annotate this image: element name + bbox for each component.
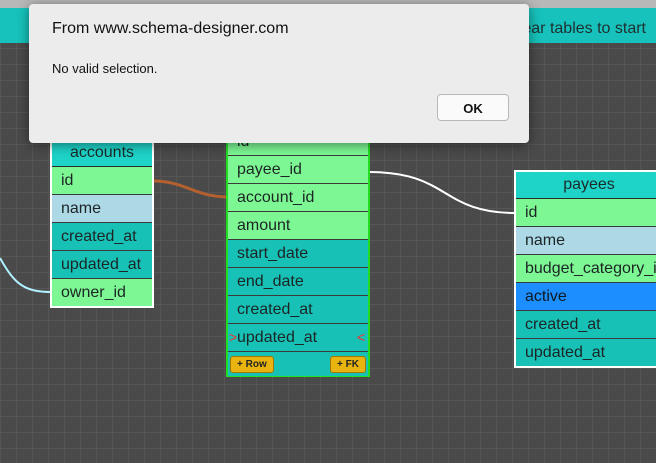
alert-dialog: From www.schema-designer.com No valid se… [29,4,529,143]
column-row[interactable]: end_date [228,268,368,296]
column-row[interactable]: amount [228,212,368,240]
table-title[interactable]: payees [516,172,656,199]
column-row[interactable]: start_date [228,240,368,268]
link-payee-id-to-payees-id [368,171,517,214]
table-footer: + Row + FK [228,352,368,376]
table-title[interactable]: accounts [52,140,152,167]
column-row[interactable]: updated_at [52,251,152,279]
link-accounts-id-to-account-id [152,179,229,199]
table-accounts[interactable]: accounts id name created_at updated_at o… [50,138,154,308]
column-label: end_date [237,273,304,290]
column-row[interactable]: payee_id [228,156,368,184]
table-payees[interactable]: payees id name budget_category_id active… [514,170,656,368]
column-row[interactable]: created_at [52,223,152,251]
column-row[interactable]: name [516,227,656,255]
column-row-selected[interactable]: > updated_at < [228,324,368,352]
column-row[interactable]: name [52,195,152,223]
column-label: account_id [237,189,315,206]
ok-button[interactable]: OK [437,94,509,121]
add-fk-button[interactable]: + FK [330,356,366,373]
column-row[interactable]: id [52,167,152,195]
toolbar-hint: ear tables to start [522,20,646,37]
table-selected[interactable]: id payee_id account_id amount start_date… [226,126,370,377]
dialog-message: No valid selection. [52,61,158,76]
column-row[interactable]: created_at [516,311,656,339]
link-owner-id-offscreen [0,257,53,293]
add-row-button[interactable]: + Row [230,356,274,373]
selection-marker-right: < [356,329,365,345]
column-row[interactable]: account_id [228,184,368,212]
column-row[interactable]: created_at [228,296,368,324]
column-row[interactable]: id [516,199,656,227]
column-row-active[interactable]: active [516,283,656,311]
column-row[interactable]: updated_at [516,339,656,366]
column-label: amount [237,217,291,234]
column-row[interactable]: owner_id [52,279,152,306]
selection-marker-left: > [229,329,238,345]
column-row[interactable]: budget_category_id [516,255,656,283]
column-label: updated_at [237,329,318,346]
column-label: payee_id [237,161,302,178]
column-label: start_date [237,245,309,262]
column-label: created_at [237,301,313,318]
dialog-title: From www.schema-designer.com [52,20,289,37]
